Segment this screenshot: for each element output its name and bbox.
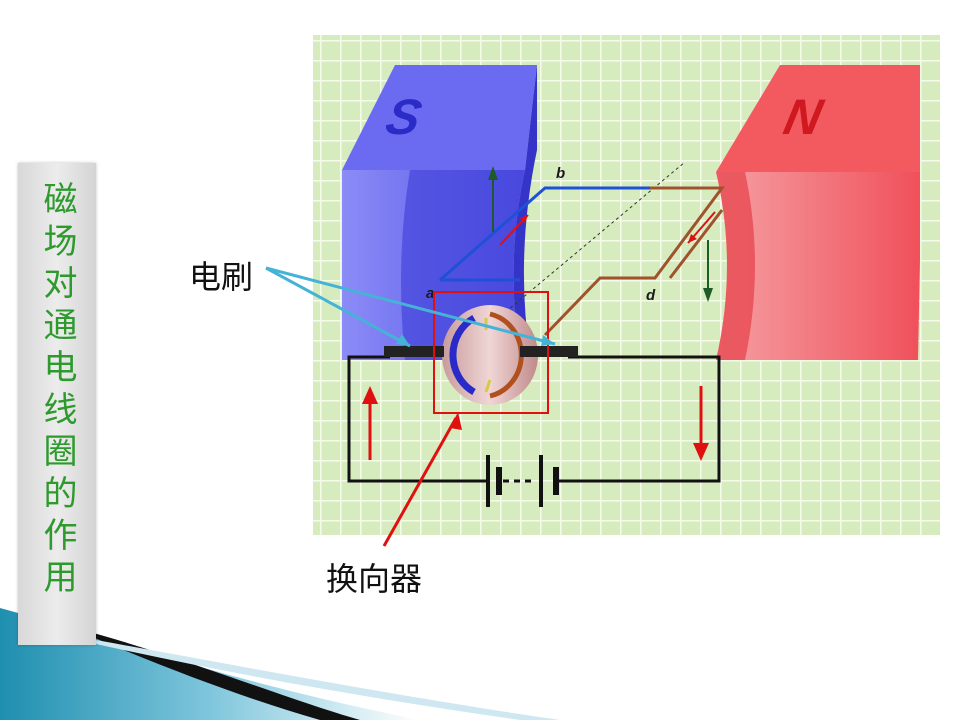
axis-line (477, 161, 686, 336)
circuit-current-down-arrow-head (693, 443, 709, 461)
side-title-text: 磁场对通电线圈的作用 (37, 181, 77, 601)
brush-pointer-left (265, 266, 411, 348)
force-up-arrow-head (488, 166, 498, 180)
coil-brown-side (668, 209, 724, 279)
circuit-current-up-arrow-head (362, 386, 378, 404)
current-arrow-head (520, 215, 528, 223)
current-arrow-head (688, 234, 697, 243)
circuit-wire-left (347, 355, 488, 483)
brush-pointer-right-head (541, 335, 555, 346)
point-d-label: d (646, 287, 656, 304)
coil-blue-top (439, 186, 650, 282)
coil-brown (543, 186, 725, 337)
north-magnet (716, 65, 920, 360)
side-title-panel: 磁场对通电线圈的作用 (18, 163, 96, 645)
battery-icon (486, 455, 559, 507)
brush-pointer-right (265, 266, 556, 346)
point-b-label: b (556, 165, 565, 182)
brush-left (384, 346, 444, 357)
commutator-label: 换向器 (326, 560, 423, 598)
commutator-pointer (382, 417, 458, 547)
force-down-arrow-head (703, 288, 713, 302)
point-a-label: a (426, 285, 434, 302)
circuit-wire-right (556, 355, 721, 483)
brush-label: 电刷 (189, 258, 254, 296)
commutator-highlight-box (433, 291, 549, 414)
commutator-pointer-head (450, 412, 462, 430)
brush-pointer-left-head (396, 334, 410, 346)
